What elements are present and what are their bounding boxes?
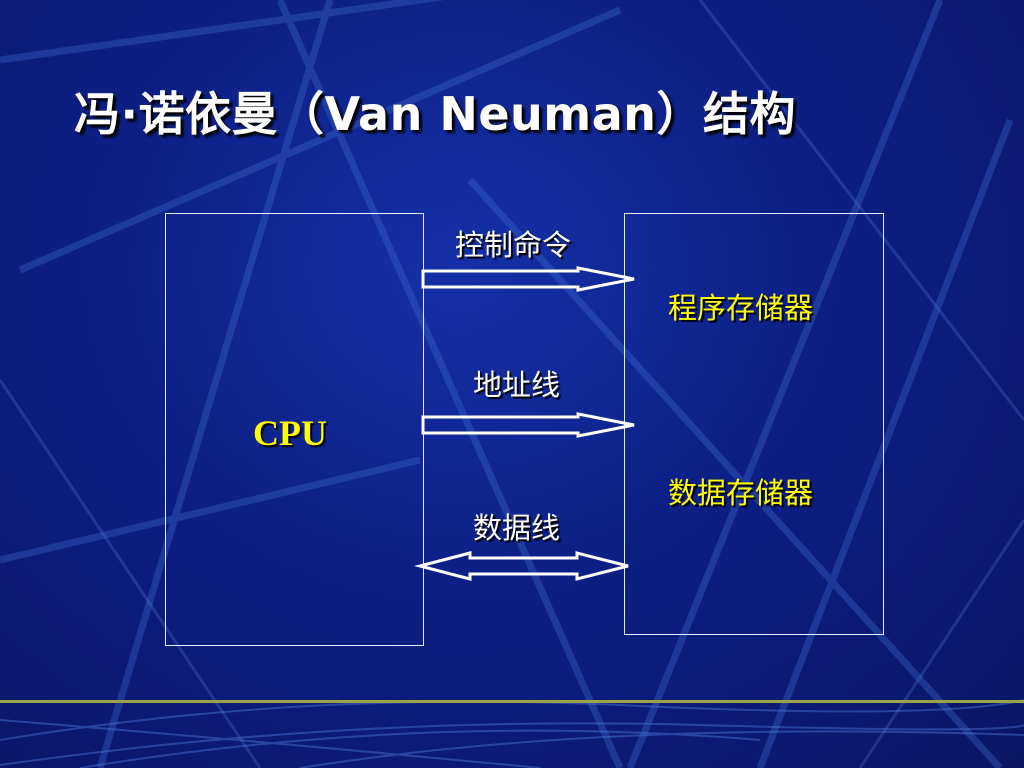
- cpu-label: CPU: [253, 413, 327, 453]
- data-bidirectional-arrow: [414, 551, 629, 581]
- data-bus-label: 数据线: [473, 511, 561, 545]
- address-arrow: [421, 412, 635, 438]
- address-bus-label: 地址线: [473, 368, 561, 402]
- control-arrow: [421, 266, 635, 292]
- footer-divider: [0, 700, 1024, 703]
- control-command-label: 控制命令: [455, 228, 572, 262]
- program-memory-label: 程序存储器: [668, 291, 814, 325]
- data-memory-label: 数据存储器: [668, 476, 814, 510]
- slide-title: 冯·诺依曼（Van Neuman）结构: [74, 87, 797, 141]
